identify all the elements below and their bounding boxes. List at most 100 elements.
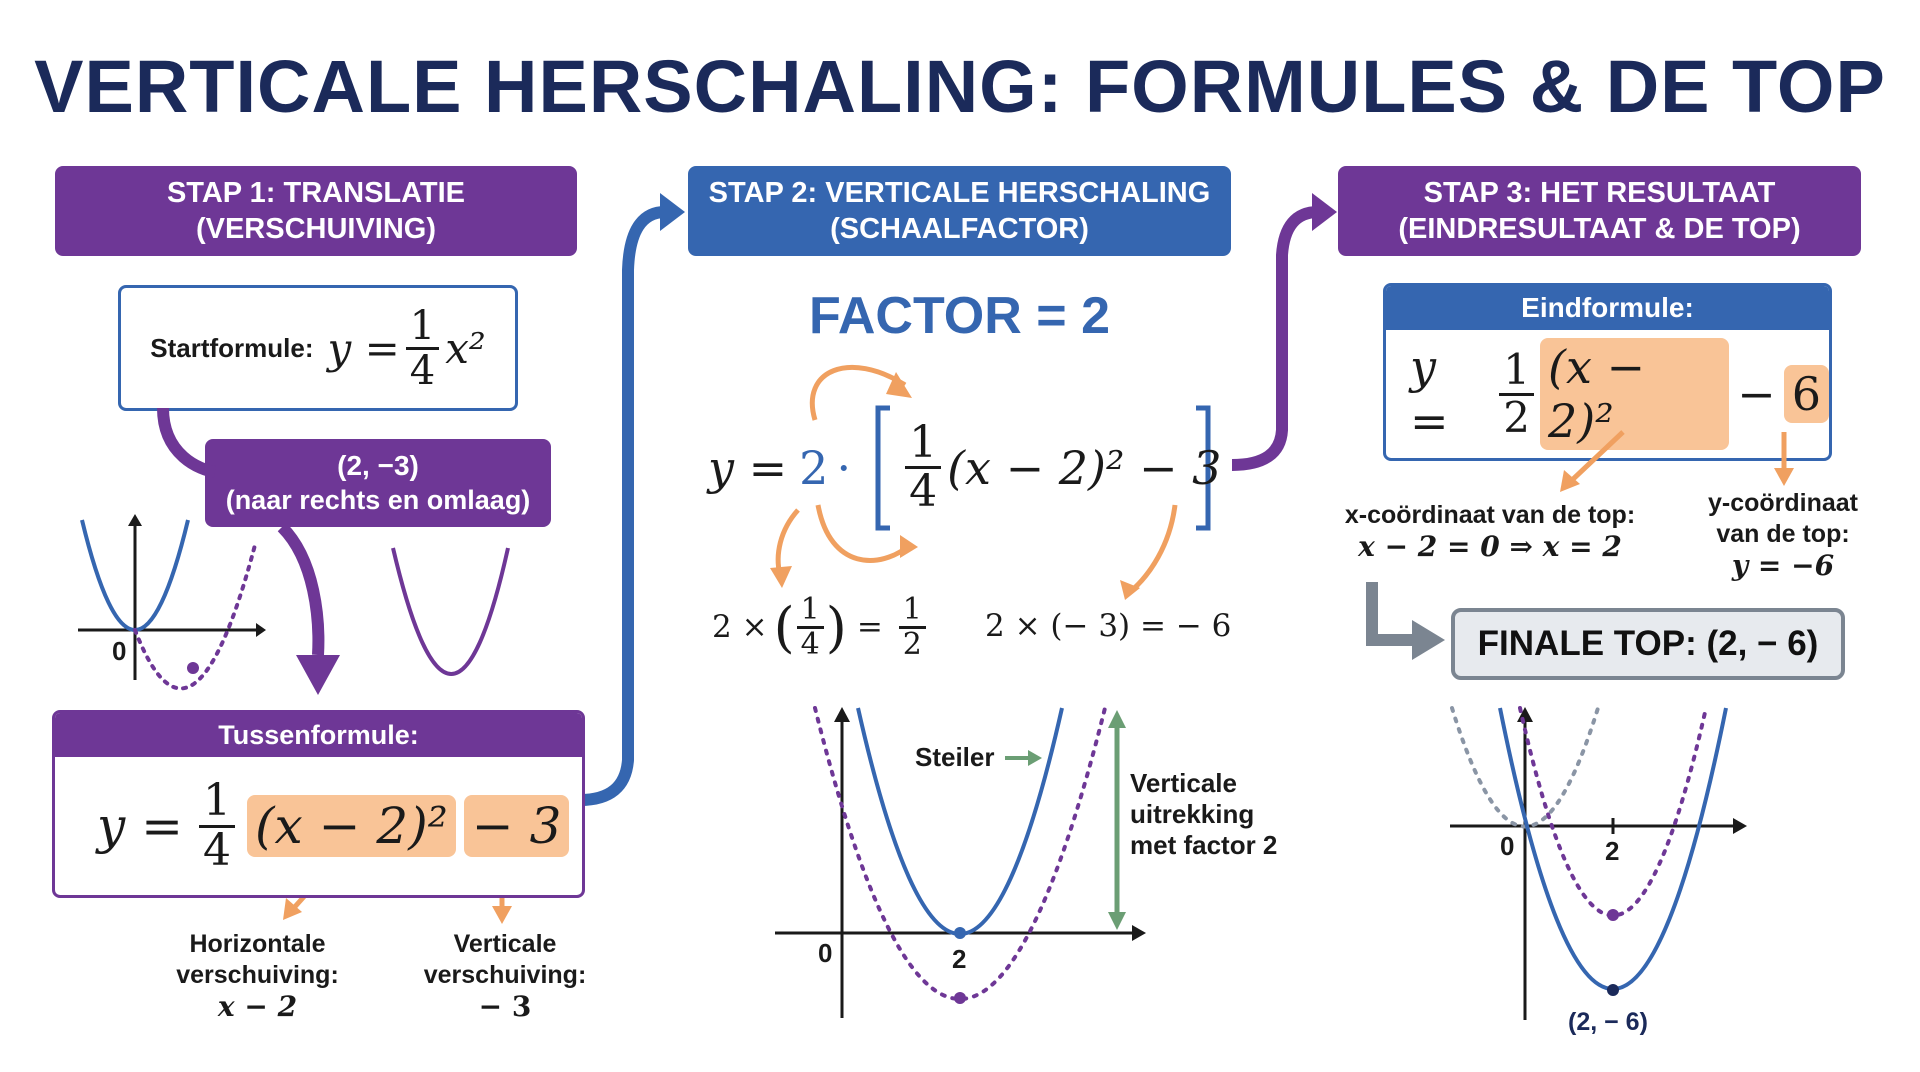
graph2-vertex-after [954,992,966,1004]
graph2-y-arrow [834,707,850,722]
final-formula-header: Eindformule: [1386,286,1829,330]
ytop-line2: van de top: [1716,520,1850,548]
start-formula: y = 1 4 x² [327,305,485,392]
horizontal-shift-line2: verschuiving: [176,961,339,989]
arrow-factor-bottom-head [900,535,918,558]
calc1-fraction: 1 4 [796,592,824,660]
arrow-to-calc1-head [770,566,792,588]
step2-formula-lhs: y = [708,440,788,495]
arrow-start-to-shift [157,407,217,478]
horizontal-shift-line1: Horizontale [189,930,326,958]
final-formula-horizontal-part: (x − 2)² [1540,338,1730,450]
arrow-to-xtop-head [1560,470,1580,492]
graph3-final-vertex [1607,984,1619,996]
paren-left: ( [773,595,795,659]
shift-point: (2, −3) [337,450,419,481]
arrow-step2-to-step3 [1231,206,1319,471]
start-formula-label: Startformule: [150,332,314,363]
vertical-shift-line1: Verticale [453,930,557,958]
arrow-head-down [296,655,340,695]
step2-fraction: 1 4 [905,419,942,515]
final-formula-box: Eindformule: y = 1 2 (x − 2)² − 6 [1383,283,1832,461]
mini-graph1-vertex [187,662,199,674]
graph2-origin: 0 [818,938,832,968]
vertical-shift-line2: verschuiving: [423,961,587,989]
start-formula-rest: x² [445,323,486,373]
ytop-line1: y-coördinaat [1707,489,1859,517]
xtop-title: x-coördinaat van de top: [1344,501,1636,529]
fraction-denominator: 4 [905,466,942,515]
paren-right: ) [825,595,847,659]
bracket-right [1196,405,1211,531]
arrow-to-calc2-head [1120,580,1140,600]
graph3-start-parabola [1450,706,1600,829]
mini-graph1-y-arrow [128,514,142,526]
ytop-value: y = −6 [1731,549,1835,582]
arrow-to-calc2 [1128,504,1178,594]
arrow-factor-to-fraction-head [886,372,912,398]
horizontal-shift-value: x − 2 [217,990,298,1023]
xtop-label: x-coördinaat van de top: x − 2 = 0 ⇒ x =… [1335,500,1645,562]
arrow-to-final-top-head [1412,620,1445,660]
vertical-shift-value: − 3 [478,990,532,1023]
step2-factor: 2 [799,440,829,495]
ytop-label: y-coördinaat van de top: y = −6 [1688,488,1878,581]
step1-header-line1: STAP 1: TRANSLATIE [166,177,466,209]
step1-header: STAP 1: TRANSLATIE (VERSCHUIVING) [55,166,577,256]
final-formula-minus: − [1737,367,1776,421]
step1-header-line2: (VERSCHUIVING) [195,213,437,245]
mini-graph1-x-arrow [256,623,266,637]
graph2-x-tick: 2 [952,944,966,974]
start-formula-box: Startformule: y = 1 4 x² [118,285,518,411]
fraction-denominator: 2 [1499,392,1535,440]
arrow-shift-to-mid [277,522,325,656]
graph3-vertex-label: (2, − 6) [1568,1008,1648,1036]
shift-box: (2, −3) (naar rechts en omlaag) [205,439,551,527]
arrow-factor-to-fraction [809,364,907,421]
graph3-shifted-parabola [1518,706,1708,918]
graph3-origin: 0 [1500,831,1514,861]
fraction-numerator: 1 [203,775,232,827]
arrow-vertical-shift-head [492,906,512,924]
fraction-numerator: 1 [800,592,820,627]
stretch-line3: met factor 2 [1130,830,1278,860]
mid-formula: y = 1 4 (x − 2)² − 3 [55,757,582,895]
fraction-denominator: 2 [898,625,926,661]
final-top-box: FINALE TOP: (2, − 6) [1451,608,1845,680]
step2-header-line2: (SCHAALFACTOR) [830,213,1089,245]
step2-dot: · [836,440,852,495]
bracket-left [875,405,890,531]
steiler-arrow-head [1028,750,1042,766]
fraction-denominator: 4 [405,346,440,392]
page-title: VERTICALE HERSCHALING: FORMULES & DE TOP [34,45,1886,128]
mini-graph1-origin: 0 [112,636,126,666]
mini-graph1-purple-parabola [391,547,510,676]
arrow-horizontal-shift-head [283,898,302,920]
mid-formula-header: Tussenformule: [55,713,582,757]
fraction-numerator: 1 [1503,345,1531,395]
arrow-to-ytop-head [1774,468,1794,486]
arrow-step1-to-step2 [579,206,666,806]
arrow-to-xtop [1568,430,1625,484]
step3-header-line1: STAP 3: HET RESULTAAT [1423,177,1776,209]
mid-formula-horizontal-part: (x − 2)² [247,795,456,857]
mid-formula-fraction: 1 4 [199,775,236,873]
mid-formula-box: Tussenformule: y = 1 4 (x − 2)² − 3 [52,710,585,898]
fraction-numerator: 1 [902,592,922,627]
final-formula-fraction: 1 2 [1499,345,1535,440]
stretch-arrow-bottom [1108,912,1126,930]
step2-header: STAP 2: VERTICALE HERSCHALING (SCHAALFAC… [688,166,1231,256]
start-formula-fraction: 1 4 [405,302,440,392]
graph3-intermediate-vertex [1607,909,1619,921]
xtop-value: x − 2 = 0 ⇒ x = 2 [1358,530,1622,563]
arrow-step1-to-step2-head [660,193,685,231]
start-formula-lhs: y = [327,323,400,373]
graph3-x-tick: 2 [1605,836,1619,866]
factor-label: FACTOR = 2 [808,287,1110,345]
stretch-label: Verticale uitrekking met factor 2 [1130,768,1277,861]
stretch-arrow-top [1108,710,1126,728]
calc1-result: 1 2 [898,592,926,661]
fraction-numerator: 1 [409,302,436,349]
graph3-x-arrow [1733,818,1747,834]
